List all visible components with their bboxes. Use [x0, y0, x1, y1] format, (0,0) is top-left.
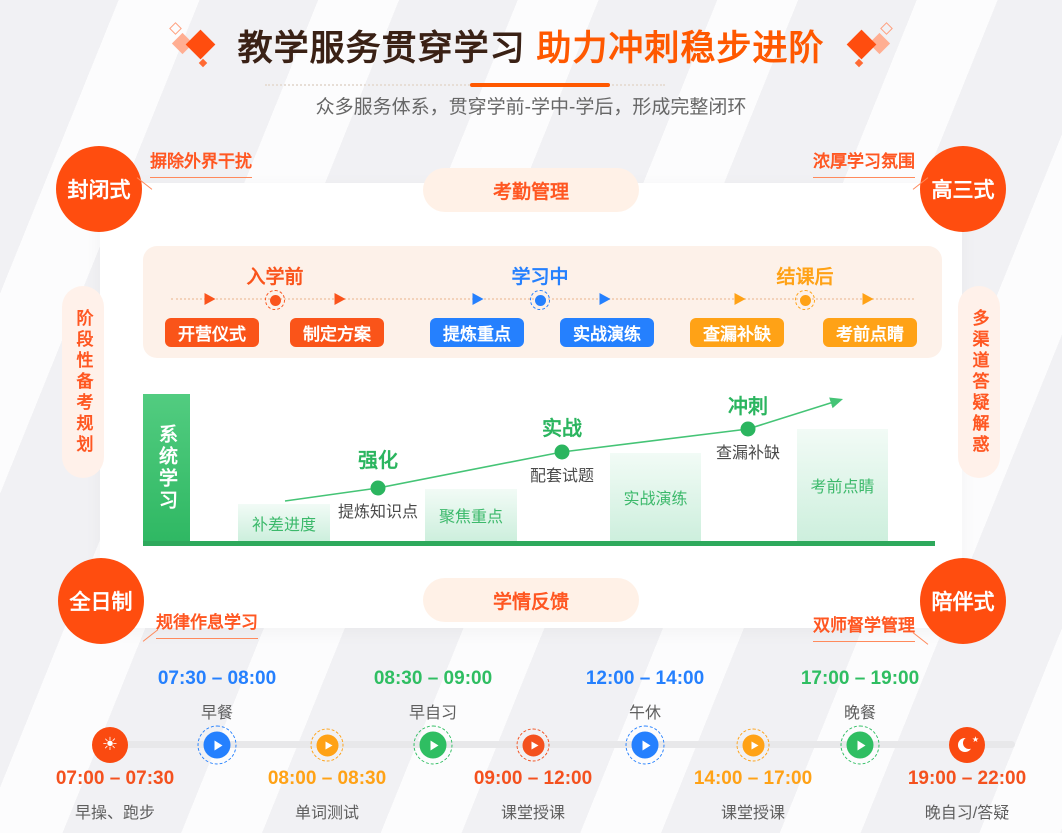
title-main: 教学服务贯穿学习 [237, 29, 526, 68]
schedule-time: 12:00 – 14:00 [585, 668, 705, 689]
phase-before-enrollment: 入学前 [246, 267, 304, 288]
diamond-decoration-icon [168, 21, 218, 70]
play-icon [840, 725, 880, 765]
schedule-label: 课堂授课 [720, 805, 786, 822]
schedule-time: 08:30 – 09:00 [373, 668, 493, 689]
pill-attendance: 考勤管理 [423, 168, 639, 212]
tag-dual-teacher: 双师督学管理 [813, 611, 915, 642]
schedule-label: 早操、跑步 [74, 805, 156, 822]
arrow-icon [204, 293, 216, 305]
point-title: 强化 [358, 450, 398, 472]
page-subtitle: 众多服务体系，贯穿学前-学中-学后，形成完整闭环 [315, 97, 747, 118]
schedule-item: 07:00 – 07:30 早操、跑步 [56, 768, 174, 823]
badge-companion-mode: 陪伴式 [920, 558, 1006, 644]
stage-practice-drill: 实战演练 [560, 318, 654, 347]
schedule-item: 14:00 – 17:00 课堂授课 [694, 768, 812, 823]
point-dot-icon [740, 421, 756, 437]
point-dot-icon [370, 480, 386, 496]
tag-no-distraction: 摒除外界干扰 [150, 147, 252, 178]
schedule-time: 09:00 – 12:00 [473, 768, 593, 789]
growth-chart: 系统学习 补差进度 聚焦重点 实战演练 考前点睛 强化 提炼知识点 实战 配套试… [143, 390, 942, 550]
title-divider-accent [470, 83, 610, 87]
schedule-item: 09:00 – 12:00 课堂授课 [474, 768, 592, 823]
badge-senior-mode: 高三式 [920, 146, 1006, 232]
schedule-label: 晚自习/答疑 [924, 805, 1010, 822]
moon-icon: ★ [949, 727, 985, 763]
schedule-label: 课堂授课 [500, 805, 566, 822]
schedule-time: 08:00 – 08:30 [267, 768, 387, 789]
header: 教学服务贯穿学习 助力冲刺稳步进阶 [0, 20, 1062, 71]
point-sub: 提炼知识点 [337, 504, 419, 521]
tag-regular-schedule: 规律作息学习 [156, 608, 258, 639]
sun-icon: ☀ [92, 727, 128, 763]
title-divider [265, 83, 665, 87]
badge-fulltime-mode: 全日制 [58, 558, 144, 644]
play-icon [736, 728, 770, 762]
schedule-item: 19:00 – 22:00 晚自习/答疑 [908, 768, 1026, 823]
play-icon [310, 728, 344, 762]
phase-dot-icon [530, 290, 550, 310]
pill-learning-feedback: 学情反馈 [423, 578, 639, 622]
point-sub: 查漏补缺 [715, 445, 781, 462]
phase-dot-icon [265, 290, 285, 310]
tag-study-atmosphere: 浓厚学习氛围 [813, 147, 915, 178]
schedule-time: 07:30 – 08:00 [157, 668, 277, 689]
point-sub: 配套试题 [529, 468, 595, 485]
schedule-label: 单词测试 [294, 805, 360, 822]
schedule-item: 08:30 – 09:00 早自习 [374, 668, 492, 723]
pill-multichannel-qa: 多渠道答疑解惑 [958, 286, 1000, 478]
arrow-icon [472, 293, 484, 305]
phase-after-course: 结课后 [776, 267, 834, 288]
schedule-item: 08:00 – 08:30 单词测试 [268, 768, 386, 823]
step-block: 补差进度 [238, 504, 330, 541]
schedule-time: 07:00 – 07:30 [55, 768, 175, 789]
schedule-line [95, 741, 1015, 748]
chart-baseline [143, 541, 935, 546]
schedule-item: 07:30 – 08:00 早餐 [158, 668, 276, 723]
arrow-icon [599, 293, 611, 305]
schedule-time: 14:00 – 17:00 [693, 768, 813, 789]
phase-dot-icon [795, 290, 815, 310]
title-accent: 助力冲刺稳步进阶 [536, 29, 825, 68]
step-block: 实战演练 [610, 453, 701, 541]
step-block: 考前点睛 [797, 429, 888, 541]
play-icon [197, 725, 237, 765]
schedule-item: 12:00 – 14:00 午休 [586, 668, 704, 723]
badge-closed-mode: 封闭式 [56, 146, 142, 232]
systematic-study-bar: 系统学习 [143, 394, 190, 542]
daily-schedule: ☀ ★ 07:30 – 08:00 早餐 08:30 – 09:00 早自习 1… [0, 660, 1062, 833]
phase-during-study: 学习中 [511, 267, 569, 288]
step-block: 聚焦重点 [425, 489, 517, 541]
arrow-icon [862, 293, 874, 305]
pill-staged-planning: 阶段性备考规划 [62, 286, 104, 478]
play-icon [516, 728, 550, 762]
stage-make-plan: 制定方案 [290, 318, 384, 347]
point-title: 冲刺 [728, 396, 768, 418]
stage-fill-gaps: 查漏补缺 [690, 318, 784, 347]
stage-exam-highlights: 考前点睛 [823, 318, 917, 347]
diamond-decoration-icon [844, 21, 894, 70]
schedule-time: 17:00 – 19:00 [800, 668, 920, 689]
page-title: 教学服务贯穿学习 助力冲刺稳步进阶 [238, 20, 825, 71]
schedule-item: 17:00 – 19:00 晚餐 [801, 668, 919, 723]
schedule-time: 19:00 – 22:00 [907, 768, 1027, 789]
play-icon [625, 725, 665, 765]
arrow-icon [734, 293, 746, 305]
stage-opening-ceremony: 开营仪式 [165, 318, 259, 347]
schedule-label: 晚餐 [843, 705, 877, 722]
stage-extract-key-points: 提炼重点 [430, 318, 524, 347]
point-dot-icon [554, 444, 570, 460]
schedule-label: 午休 [628, 705, 662, 722]
play-icon [413, 725, 453, 765]
schedule-label: 早餐 [200, 705, 234, 722]
schedule-label: 早自习 [408, 705, 458, 722]
arrow-icon [334, 293, 346, 305]
point-title: 实战 [542, 418, 582, 440]
phase-panel: 入学前 学习中 结课后 开营仪式 制定方案 提炼重点 实战演练 查漏补缺 考前点… [143, 246, 942, 358]
